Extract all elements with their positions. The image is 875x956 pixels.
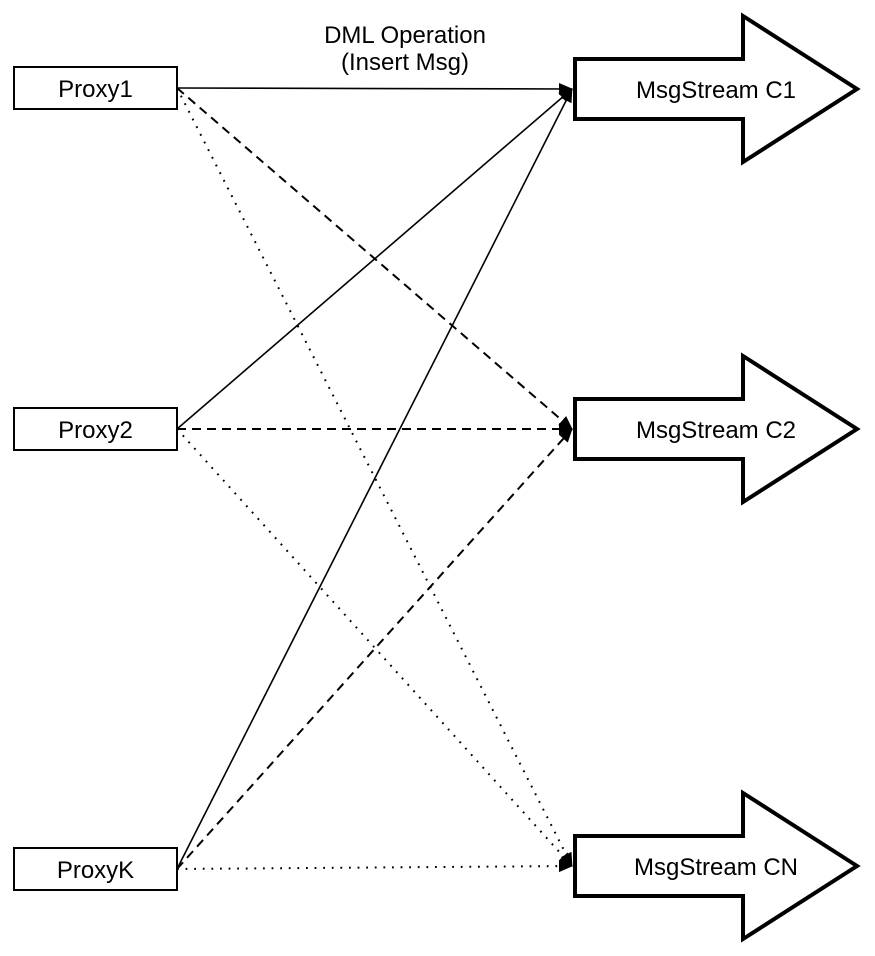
stream-block-arrow-cn (573, 789, 861, 943)
edge-proxy2-to-c1-solid (176, 88, 573, 430)
edge-proxyK-to-cn-dotted (176, 860, 573, 873)
diagram-title-line2: (Insert Msg) (341, 49, 469, 76)
edges-layer (176, 82, 573, 873)
diagram-title-line1: DML Operation (324, 22, 486, 49)
stream-block-arrow-c1 (573, 12, 861, 166)
proxy-node-proxy1: Proxy1 (13, 66, 178, 110)
stream-node-c2: MsgStream C2 (573, 352, 861, 506)
edge-proxyK-to-c1-solid (176, 88, 573, 870)
proxy-box-proxy1 (13, 66, 178, 110)
stream-label-c1: MsgStream C1 (636, 77, 796, 104)
edge-proxy2-to-cn-dotted (176, 428, 573, 867)
proxy-node-proxyK: ProxyK (13, 847, 178, 891)
proxy-label-proxy1: Proxy1 (58, 76, 133, 103)
proxy-box-proxy2 (13, 407, 178, 451)
proxy-label-proxyK: ProxyK (57, 857, 134, 884)
stream-label-c2: MsgStream C2 (636, 417, 796, 444)
stream-block-arrow-c2 (573, 352, 861, 506)
stream-node-c1: MsgStream C1 (573, 12, 861, 166)
edge-proxyK-to-c2-dashed (176, 428, 573, 870)
proxy-node-proxy2: Proxy2 (13, 407, 178, 451)
stream-label-cn: MsgStream CN (634, 854, 798, 881)
proxy-box-proxyK (13, 847, 178, 891)
edge-proxy1-to-c1-solid (176, 82, 573, 95)
proxy-label-proxy2: Proxy2 (58, 417, 133, 444)
stream-node-cn: MsgStream CN (573, 789, 861, 943)
